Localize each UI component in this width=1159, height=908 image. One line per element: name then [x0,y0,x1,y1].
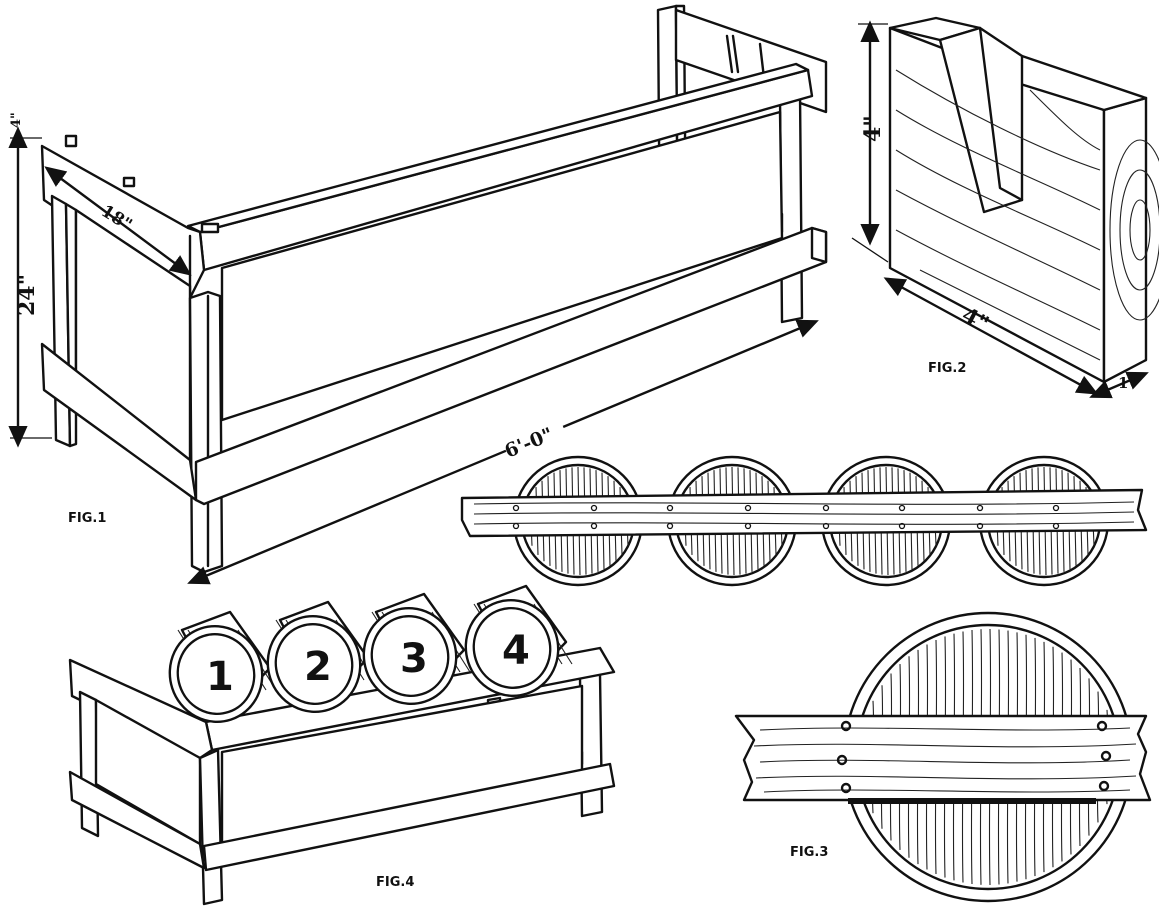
fig3-caption: FIG.3 [790,845,828,860]
bucket-bottoms-row [460,455,1148,587]
bucket-label-2: 2 [304,644,332,690]
bucket-2: 2 [266,600,375,714]
figure-4-rack: 1 2 3 4 FIG.4 [68,584,616,906]
fig2-height-label: 4" [860,115,886,142]
bucket-label-1: 1 [206,654,234,700]
fig1-top-label: 4" [9,112,24,128]
fig2-depth-label: 1" [1118,374,1136,392]
bucket-label-4: 4 [502,628,530,674]
figure-3-bucket-bottom: FIG.3 [734,611,1152,903]
fig2-caption: FIG.2 [928,361,966,376]
figure-2-block: 4" 4" 1" FIG.2 [851,16,1159,399]
bucket-4: 4 [464,584,573,698]
figure-1-frame: 24" 4" 18" 6'-0" FIG.1 [8,4,828,585]
bucket-label-3: 3 [400,636,428,682]
fig1-caption: FIG.1 [68,511,106,526]
bucket-3: 3 [362,592,471,706]
fig1-height-label: 24" [14,274,40,316]
fig4-caption: FIG.4 [376,875,414,890]
